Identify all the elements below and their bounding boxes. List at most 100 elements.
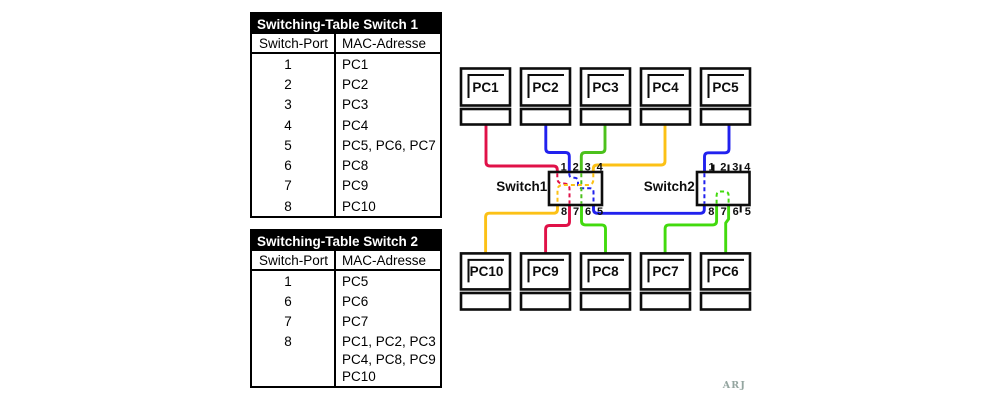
table2-title: Switching-Table Switch 2 [251, 230, 441, 251]
table1-r5-mac: PC5, PC6, PC7 [334, 135, 441, 156]
cable-pc3-switch1-port3 [579, 123, 607, 174]
switch2-port1-label: 1 [709, 161, 715, 173]
switch1-internal-connections [556, 173, 595, 204]
switch2-port4-label: 4 [744, 161, 751, 173]
cable-switch1-port8-pc10 [484, 203, 559, 255]
table1-r6-mac: PC8 [334, 155, 441, 176]
pc7-base [639, 291, 692, 311]
pc7-label: PC7 [652, 264, 678, 279]
pc-nodes-bottom: PC10 PC9 PC8 PC7 [459, 252, 752, 311]
pc3-label: PC3 [592, 80, 619, 95]
pc6-screen-line [707, 258, 744, 283]
pc2-label: PC2 [532, 80, 558, 95]
table1-r5-port: 5 [284, 137, 292, 153]
table-header-row: Switch-Port MAC-Adresse [251, 251, 441, 271]
table-row: 8 PC1, PC2, PC3 PC4, PC8, PC9 PC10 [251, 331, 441, 387]
pc4-screen-line [647, 74, 684, 98]
pc9-screen-line [527, 258, 564, 283]
table1-r4-mac: PC4 [334, 114, 441, 136]
table1-r2-mac: PC2 [334, 74, 441, 95]
pc3-screen-line [587, 74, 624, 98]
switch2-port3-label: 3 [732, 161, 738, 173]
switch2-port5-label: 5 [745, 206, 751, 218]
table1-r2-port: 2 [284, 76, 292, 92]
table1-r7-port: 7 [284, 178, 292, 194]
switch1-flow-port4-port8 [556, 173, 595, 204]
pc1-label: PC1 [472, 80, 499, 95]
table1-title: Switching-Table Switch 1 [251, 13, 441, 34]
table-row: 6 PC6 [251, 291, 441, 312]
table1-r7-mac: PC9 [334, 175, 441, 197]
table-header-row: Switch-Port MAC-Adresse [251, 34, 441, 54]
table1-r6-port: 6 [284, 158, 292, 174]
pc9-base [519, 291, 572, 311]
table-row: 4 PC4 [251, 114, 441, 136]
pc10-base [459, 291, 512, 311]
switch2-port8-label: 8 [708, 206, 714, 218]
table2-r3-port: 7 [284, 314, 292, 330]
pc7-screen-line [647, 258, 684, 283]
pc4-label: PC4 [652, 80, 679, 95]
cables [484, 123, 731, 255]
table1-r1-mac: PC1 [334, 53, 441, 75]
switch1-port7-label: 7 [573, 206, 579, 218]
cable-pc4-switch1-port4 [591, 123, 667, 174]
pc6-node: PC6 [699, 252, 752, 311]
table-row: 2 PC2 [251, 74, 441, 95]
table2-r1-mac: PC5 [334, 270, 441, 292]
table1-r8-port: 8 [284, 198, 292, 214]
table2-r1-port: 1 [284, 273, 292, 289]
pc2-screen-line [527, 74, 564, 98]
pc3-base [579, 107, 632, 126]
table-title-row: Switching-Table Switch 2 [251, 230, 441, 251]
table2-col-port: Switch-Port [251, 251, 335, 271]
cable-pc2-switch1-port2 [544, 123, 571, 174]
table2-r2-mac: PC6 [334, 291, 441, 312]
switch1-port5-label: 5 [597, 206, 603, 218]
switch1-flow-port2-port5 [568, 173, 595, 204]
switch1-node: Switch1 1 2 3 4 8 7 6 5 [496, 161, 603, 218]
switch2-internal-connections [703, 173, 730, 204]
cable-switch2-port7-pc7 [663, 203, 719, 255]
switch2-label: Switch2 [644, 179, 695, 194]
pc-nodes-top: PC1 PC2 PC3 PC4 [459, 67, 752, 126]
cable-switch1-port5-switch2-port8 [592, 203, 706, 215]
table2-col-mac: MAC-Adresse [334, 251, 441, 271]
pc6-label: PC6 [712, 264, 739, 279]
switch2-port-labels: 1 2 3 4 8 7 6 5 [708, 161, 751, 218]
table-title-row: Switching-Table Switch 1 [251, 13, 441, 34]
table1-r8-mac: PC10 [334, 196, 441, 218]
pc10-node: PC10 [459, 252, 512, 311]
switch1-port-labels: 1 2 3 4 8 7 6 5 [561, 161, 604, 218]
table1-r1-port: 1 [284, 56, 292, 72]
pc7-node: PC7 [639, 252, 692, 311]
pc10-screen-line [467, 258, 504, 283]
switch1-label: Switch1 [496, 179, 548, 194]
switch2-node: Switch2 1 2 3 4 8 7 6 5 [644, 161, 752, 218]
pc2-node: PC2 [519, 67, 572, 126]
switch2-unused-port-ticks [712, 164, 742, 213]
switch2-box [695, 170, 751, 207]
table1-r3-mac: PC3 [334, 94, 441, 115]
pc5-screen-line [707, 74, 744, 98]
table-row: 8 PC10 [251, 196, 441, 218]
pc10-label: PC10 [470, 264, 504, 279]
pc5-node: PC5 [699, 67, 752, 126]
table-row: 7 PC9 [251, 175, 441, 197]
pc2-base [519, 107, 572, 126]
table1-col-port: Switch-Port [251, 34, 335, 54]
switch2-flow-port7-port6 [715, 190, 730, 204]
table1-r4-port: 4 [284, 117, 292, 133]
table-row: 6 PC8 [251, 155, 441, 176]
pc8-screen-line [587, 258, 624, 283]
table2-r2-port: 6 [284, 293, 292, 309]
pc4-node: PC4 [639, 67, 692, 126]
pc8-label: PC8 [592, 264, 619, 279]
cable-switch1-port6-pc8 [580, 203, 607, 255]
switch2-port2-label: 2 [720, 161, 726, 173]
table-row: 1 PC5 [251, 270, 441, 292]
watermark-text: ARJ [722, 380, 746, 391]
pc1-base [459, 107, 512, 126]
